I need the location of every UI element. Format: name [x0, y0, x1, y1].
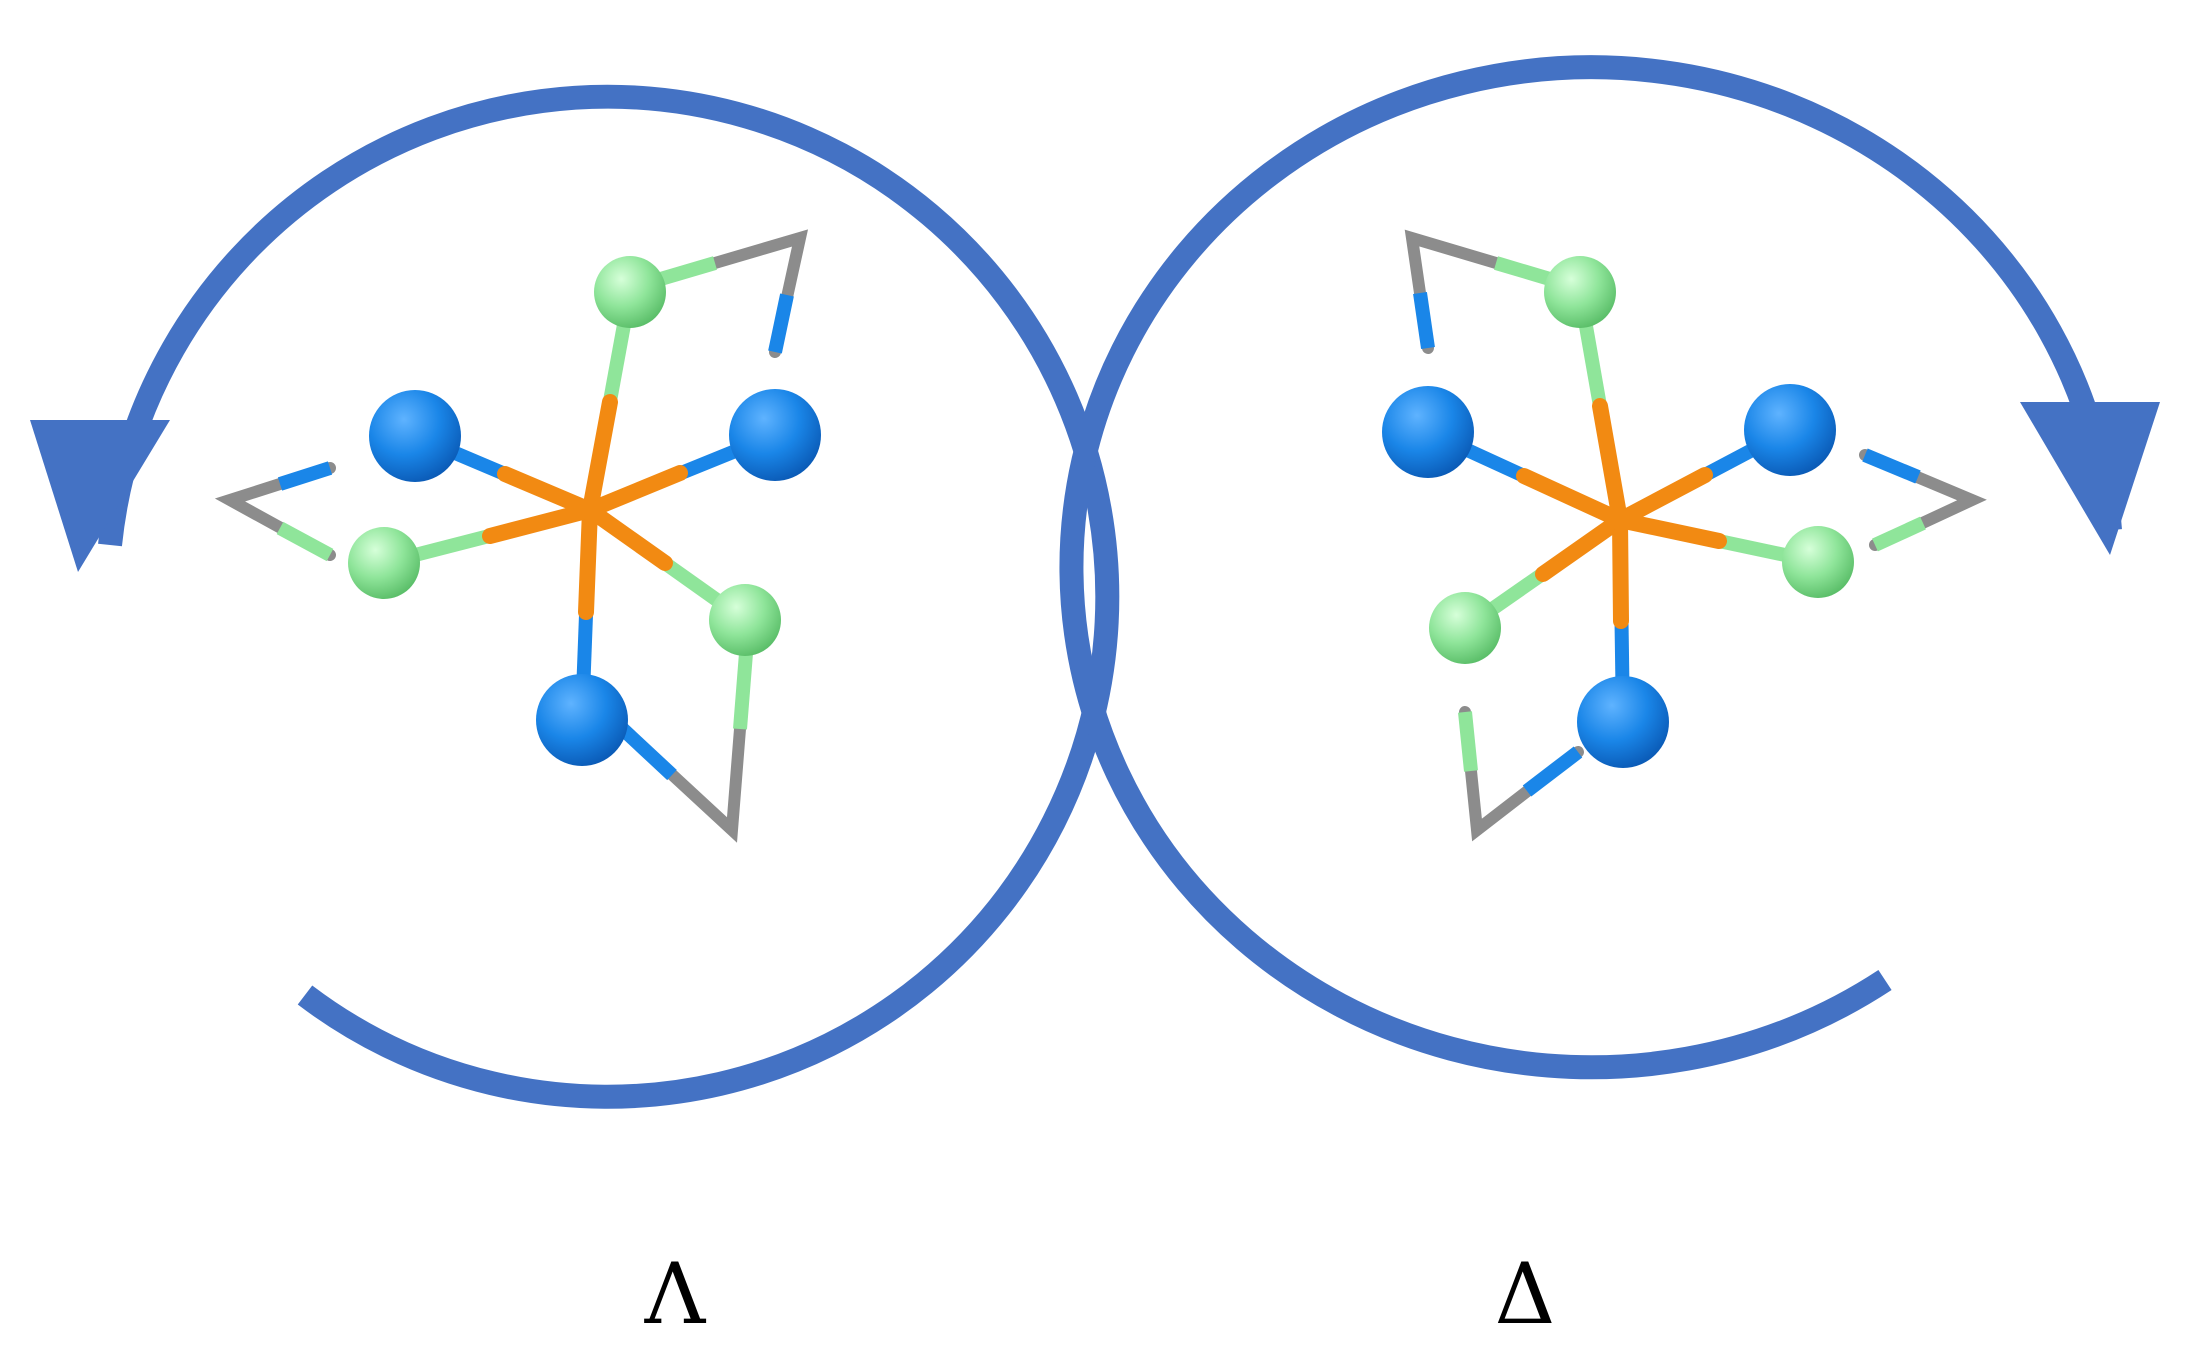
lambda-label: Λ [644, 1245, 706, 1343]
delta-label: Δ [1494, 1245, 1556, 1343]
lambda-isomer [30, 84, 1120, 1109]
clockwise-arrow-icon [1059, 55, 2160, 1080]
lambda-complex-molecule [214, 229, 821, 843]
counterclockwise-arrow-icon [30, 84, 1120, 1109]
delta-isomer [1059, 55, 2160, 1080]
delta-complex-molecule [1382, 229, 1987, 842]
